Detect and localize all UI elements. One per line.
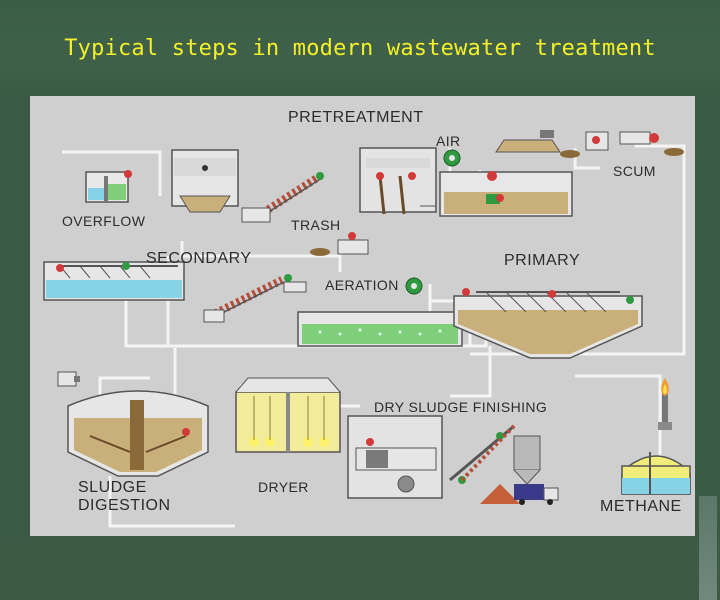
- haul-truck: [514, 484, 559, 505]
- chalkboard-header: [0, 0, 720, 96]
- label-secondary: SECONDARY: [146, 250, 252, 267]
- label-air: AIR: [436, 133, 461, 149]
- aerated-grit-tank: [439, 171, 573, 217]
- label-pretreatment: PRETREATMENT: [288, 109, 424, 126]
- label-scum: SCUM: [613, 163, 656, 179]
- air-blower: [443, 149, 461, 167]
- grit-chamber: [171, 149, 239, 213]
- sludge-dryer: [235, 377, 341, 453]
- sludge-silo: [480, 435, 541, 504]
- return-sludge-conveyor: [203, 274, 307, 323]
- label-sludge: SLUDGE: [78, 479, 147, 496]
- scum-equipment: [495, 130, 684, 158]
- label-digestion: DIGESTION: [78, 497, 171, 514]
- chalkboard-right-edge: [695, 96, 720, 600]
- bar-screen: [359, 147, 437, 215]
- control-box: [57, 371, 80, 387]
- methane-tank: [621, 452, 691, 495]
- treatment-diagram: PRETREATMENT AIR SCUM OVERFLOW TRASH SEC…: [30, 96, 695, 536]
- label-trash: TRASH: [291, 217, 341, 233]
- label-methane: METHANE: [600, 498, 682, 515]
- finishing-conveyor: [449, 424, 516, 484]
- page-title: Typical steps in modern wastewater treat…: [64, 36, 656, 61]
- label-aeration: AERATION: [325, 277, 399, 293]
- secondary-clarifier: [43, 261, 185, 301]
- sludge-digester: [67, 390, 209, 477]
- chalkboard-left-edge: [0, 96, 30, 540]
- aeration-basin: [297, 277, 463, 347]
- methane-flare: [658, 378, 672, 430]
- label-overflow: OVERFLOW: [62, 213, 146, 229]
- primary-clarifier: [453, 288, 643, 359]
- trash-pump: [310, 232, 369, 256]
- label-dry-sludge-finishing: DRY SLUDGE FINISHING: [374, 399, 548, 415]
- chalk-tray: [699, 496, 717, 600]
- label-dryer: DRYER: [258, 479, 309, 495]
- screen-conveyor: [241, 172, 324, 223]
- sludge-finishing-unit: [347, 415, 443, 499]
- overflow-tank: [85, 170, 132, 203]
- label-primary: PRIMARY: [504, 252, 581, 269]
- process-illustration: [43, 130, 691, 528]
